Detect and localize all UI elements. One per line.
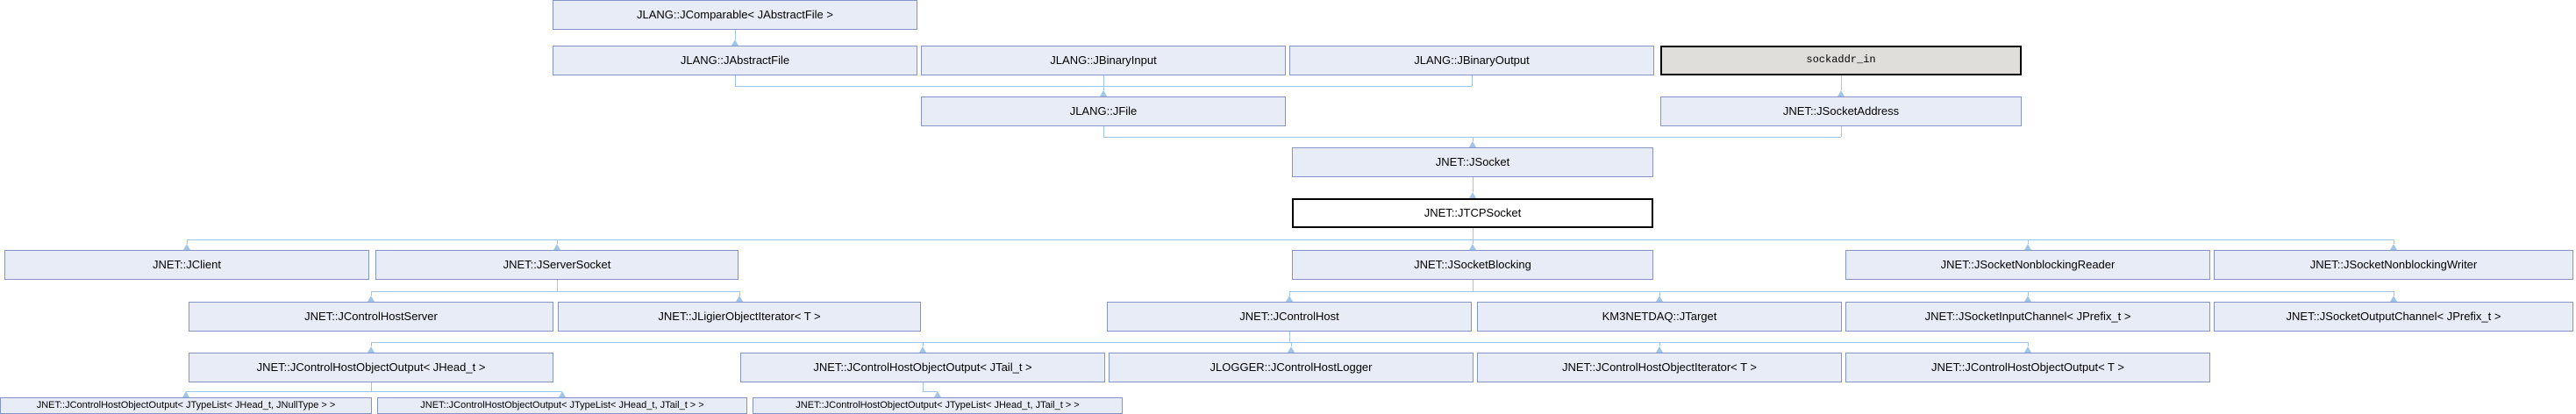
edge-segment bbox=[923, 382, 924, 391]
class-node[interactable]: JNET::JSocketNonblockingReader bbox=[1845, 250, 2210, 280]
edge-segment bbox=[1473, 239, 1474, 244]
class-node[interactable]: JNET::JControlHostObjectOutput< T > bbox=[1845, 353, 2210, 382]
class-node[interactable]: JNET::JSocketBlocking bbox=[1292, 250, 1653, 280]
edge-segment bbox=[1473, 137, 1474, 141]
edge-segment bbox=[735, 75, 736, 86]
inheritance-arrow-icon bbox=[1837, 90, 1845, 96]
edge-segment bbox=[1473, 280, 1474, 291]
edge-segment bbox=[2028, 290, 2029, 296]
inheritance-arrow-icon bbox=[1469, 192, 1476, 198]
inheritance-arrow-icon bbox=[2024, 346, 2031, 353]
class-node[interactable]: JLANG::JBinaryInput bbox=[921, 46, 1286, 75]
class-node[interactable]: JNET::JClient bbox=[4, 250, 369, 280]
inheritance-arrow-icon bbox=[553, 244, 560, 250]
edge-segment bbox=[1289, 332, 1290, 342]
edge-segment bbox=[1289, 290, 2394, 292]
edge-segment bbox=[739, 290, 740, 296]
edge-segment bbox=[187, 239, 2394, 240]
edge-segment bbox=[371, 342, 2028, 343]
edge-segment bbox=[1472, 75, 1473, 86]
edge-segment bbox=[1659, 290, 1660, 296]
class-node[interactable]: JNET::JControlHostObjectOutput< JTail_t … bbox=[740, 353, 1105, 382]
edge-segment bbox=[1473, 137, 1841, 138]
inheritance-arrow-icon bbox=[2390, 244, 2397, 250]
edge-segment bbox=[557, 239, 558, 244]
class-node[interactable]: JNET::JControlHostObjectOutput< JTypeLis… bbox=[0, 397, 372, 414]
edge-segment bbox=[923, 391, 938, 392]
class-node[interactable]: JNET::JControlHost bbox=[1107, 302, 1472, 332]
edge-segment bbox=[2028, 239, 2029, 244]
class-node[interactable]: JLANG::JBinaryOutput bbox=[1289, 46, 1654, 75]
inheritance-arrow-icon bbox=[2024, 296, 2031, 302]
class-node[interactable]: JNET::JLigierObjectIterator< T > bbox=[558, 302, 921, 332]
edge-segment bbox=[1291, 342, 1292, 346]
class-node[interactable]: JLANG::JFile bbox=[921, 96, 1286, 126]
inheritance-arrow-icon bbox=[1469, 141, 1476, 147]
edge-segment bbox=[1841, 75, 1842, 90]
edge-segment bbox=[371, 382, 372, 391]
edge-segment bbox=[735, 30, 736, 39]
class-node[interactable]: sockaddr_in bbox=[1660, 46, 2022, 75]
inheritance-arrow-icon bbox=[919, 346, 926, 353]
edge-segment bbox=[186, 391, 562, 392]
edge-segment bbox=[1103, 86, 1472, 87]
class-node[interactable]: JNET::JControlHostObjectOutput< JTypeLis… bbox=[377, 397, 747, 414]
class-node[interactable]: JLANG::JComparable< JAbstractFile > bbox=[553, 0, 917, 30]
class-node[interactable]: JNET::JControlHostObjectOutput< JTypeLis… bbox=[753, 397, 1123, 414]
edge-segment bbox=[923, 342, 924, 346]
class-node[interactable]: JNET::JControlHostObjectOutput< JHead_t … bbox=[189, 353, 553, 382]
inheritance-arrow-icon bbox=[1288, 346, 1295, 353]
inheritance-arrow-icon bbox=[1656, 346, 1663, 353]
inheritance-arrow-icon bbox=[1286, 296, 1293, 302]
class-node[interactable]: JNET::JServerSocket bbox=[375, 250, 739, 280]
class-node[interactable]: JNET::JSocket bbox=[1292, 147, 1653, 177]
edge-segment bbox=[1473, 177, 1474, 192]
inheritance-arrow-icon bbox=[367, 296, 375, 302]
edge-segment bbox=[735, 86, 1103, 87]
edge-segment bbox=[1103, 86, 1104, 90]
edge-segment bbox=[187, 239, 188, 244]
inheritance-arrow-icon bbox=[1656, 296, 1663, 302]
edge-segment bbox=[1103, 137, 1473, 138]
edge-segment bbox=[371, 342, 372, 346]
edge-segment bbox=[1103, 75, 1104, 90]
edge-segment bbox=[2028, 342, 2029, 346]
class-node[interactable]: JNET::JControlHostServer bbox=[189, 302, 553, 332]
inheritance-arrow-icon bbox=[1469, 244, 1476, 250]
inheritance-arrow-icon bbox=[1100, 90, 1107, 96]
class-node[interactable]: JNET::JSocketInputChannel< JPrefix_t > bbox=[1845, 302, 2210, 332]
edge-segment bbox=[1103, 126, 1104, 137]
edge-segment bbox=[1659, 342, 1660, 346]
class-node[interactable]: JNET::JSocketOutputChannel< JPrefix_t > bbox=[2214, 302, 2573, 332]
inheritance-arrow-icon bbox=[731, 39, 739, 46]
inheritance-arrow-icon bbox=[2024, 244, 2031, 250]
inheritance-arrow-icon bbox=[559, 391, 566, 397]
edge-segment bbox=[371, 290, 739, 292]
inheritance-arrow-icon bbox=[934, 391, 941, 397]
edge-segment bbox=[1841, 126, 1842, 137]
edge-segment bbox=[1473, 228, 1474, 239]
inheritance-arrow-icon bbox=[2390, 296, 2397, 302]
inheritance-arrow-icon bbox=[183, 244, 190, 250]
edge-segment bbox=[1289, 290, 1290, 296]
class-node[interactable]: JLANG::JAbstractFile bbox=[553, 46, 917, 75]
edge-segment bbox=[371, 290, 372, 296]
class-node[interactable]: JNET::JSocketNonblockingWriter bbox=[2214, 250, 2573, 280]
class-node[interactable]: KM3NETDAQ::JTarget bbox=[1477, 302, 1842, 332]
inheritance-arrow-icon bbox=[367, 346, 375, 353]
inheritance-arrow-icon bbox=[182, 391, 189, 397]
class-node[interactable]: JNET::JControlHostObjectIterator< T > bbox=[1477, 353, 1842, 382]
edge-segment bbox=[557, 280, 558, 291]
class-node[interactable]: JLOGGER::JControlHostLogger bbox=[1109, 353, 1474, 382]
class-node[interactable]: JNET::JSocketAddress bbox=[1660, 96, 2022, 126]
class-node[interactable]: JNET::JTCPSocket bbox=[1292, 198, 1653, 228]
inheritance-arrow-icon bbox=[736, 296, 743, 302]
